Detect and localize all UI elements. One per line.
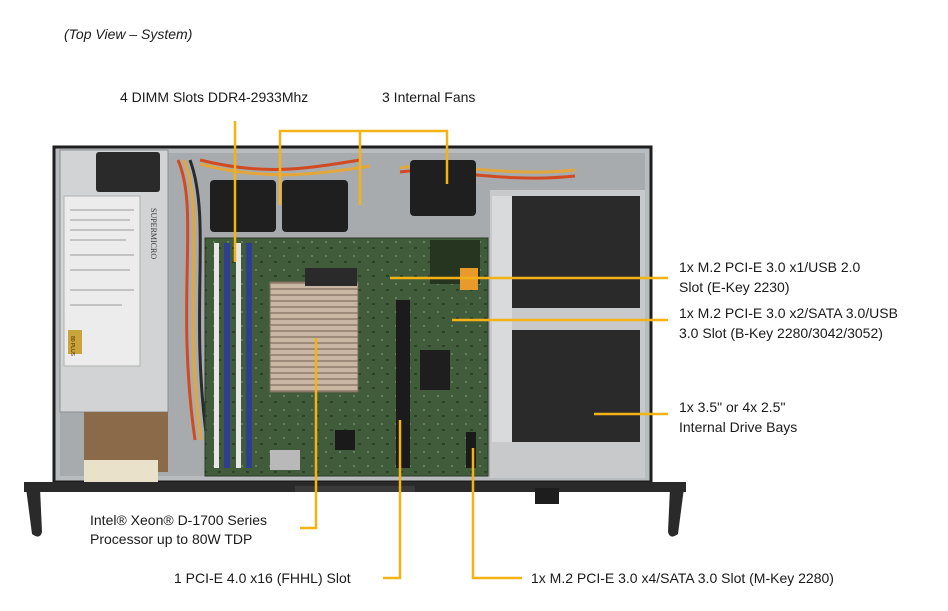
m2-mkey-slot	[466, 432, 476, 468]
callout-lines	[233, 121, 668, 580]
label-drive-bays-line2: Internal Drive Bays	[679, 419, 798, 435]
dimm-slot	[246, 243, 252, 468]
power-connector	[84, 460, 158, 482]
psu-brand-text: SUPERMICRO	[149, 208, 158, 259]
callout-line-cpu	[300, 338, 318, 530]
component	[335, 430, 355, 450]
chip	[305, 268, 357, 286]
fan-icon	[410, 160, 476, 216]
drive-bay	[510, 330, 640, 442]
label-m2-ekey-line1: 1x M.2 PCI-E 3.0 x1/USB 2.0	[679, 259, 861, 275]
label-m2-ekey-line2: Slot (E-Key 2230)	[679, 279, 790, 295]
label-m2-mkey: 1x M.2 PCI-E 3.0 x4/SATA 3.0 Slot (M-Key…	[531, 570, 834, 586]
rack-ear-left	[26, 488, 42, 537]
callout-line-m2-mkey	[471, 448, 522, 580]
label-drive-bays-line1: 1x 3.5" or 4x 2.5"	[679, 399, 786, 415]
rack-ear-right	[668, 488, 684, 537]
component	[270, 450, 300, 470]
cpu-heatsink	[269, 281, 359, 393]
power-supply: SUPERMICRO 80 PLUS	[59, 149, 169, 482]
label-cpu-line1: Intel® Xeon® D-1700 Series	[90, 512, 268, 528]
dimm-slot	[224, 243, 230, 468]
psu-badge-icon	[68, 330, 82, 354]
callout-line-fans	[278, 129, 449, 205]
component	[420, 350, 450, 390]
fan-icon	[282, 180, 348, 232]
dimm-slot	[214, 243, 219, 468]
label-pcie-slot: 1 PCI-E 4.0 x16 (FHHL) Slot	[174, 570, 351, 586]
fan-icon	[210, 180, 276, 232]
fans	[210, 160, 476, 232]
psu-fan-grille	[96, 152, 160, 192]
label-m2-bkey-line1: 1x M.2 PCI-E 3.0 x2/SATA 3.0/USB	[679, 305, 898, 321]
label-cpu-line2: Processor up to 80W TDP	[90, 531, 253, 547]
callout-line-pcie	[383, 420, 402, 580]
view-caption: (Top View – System)	[64, 26, 193, 42]
drive-bay	[510, 196, 640, 308]
drive-bays	[490, 190, 645, 478]
label-internal-fans: 3 Internal Fans	[382, 89, 476, 105]
psu-badge-text: 80 PLUS	[69, 336, 75, 357]
label-m2-bkey-line2: 3.0 Slot (B-Key 2280/3042/3052)	[679, 325, 883, 341]
pcie-slot	[396, 300, 410, 468]
label-dimm-slots: 4 DIMM Slots DDR4-2933Mhz	[120, 89, 309, 105]
motherboard	[204, 237, 489, 477]
dimm-slot	[236, 243, 241, 468]
